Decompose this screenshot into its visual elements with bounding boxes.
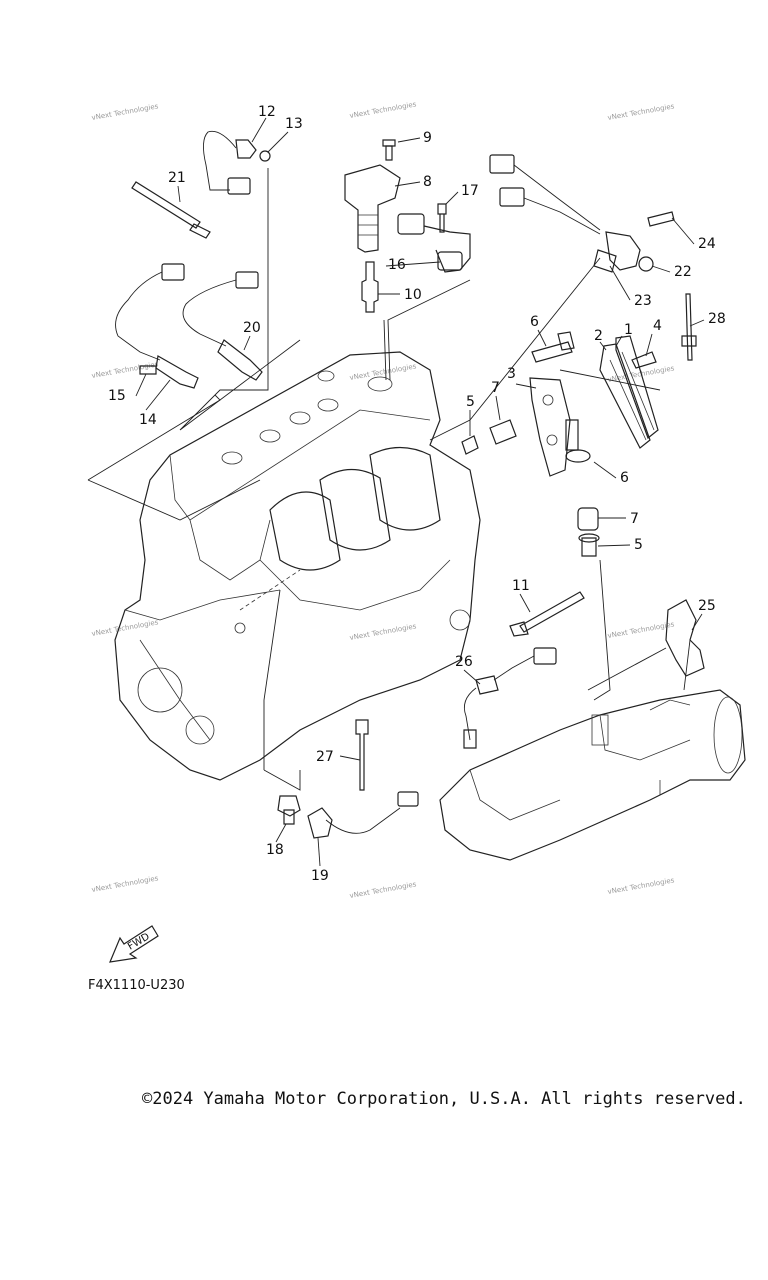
callout-19: 19 — [311, 868, 329, 884]
bolt-6-lower — [565, 419, 591, 463]
callout-13: 13 — [285, 116, 303, 132]
callout-2: 2 — [594, 328, 603, 344]
callout-24: 24 — [698, 236, 716, 252]
callout-21: 21 — [168, 170, 186, 186]
callout-18: 18 — [266, 842, 284, 858]
watermark: vNext Technologies — [91, 618, 159, 638]
sensor-18 — [277, 795, 301, 825]
watermark: vNext Technologies — [607, 102, 675, 122]
sensor-12 — [203, 130, 271, 195]
callout-5-lower: 5 — [634, 537, 643, 553]
sensor-14 — [115, 263, 199, 389]
watermark: vNext Technologies — [91, 874, 159, 894]
callout-20: 20 — [243, 320, 261, 336]
bracket-3 — [529, 377, 571, 477]
callout-15: 15 — [108, 388, 126, 404]
cover-1-2 — [599, 335, 659, 449]
sensor-20 — [182, 271, 263, 381]
clamp-28 — [681, 293, 697, 361]
callout-14: 14 — [139, 412, 157, 428]
bolt-4 — [631, 351, 657, 369]
watermark: vNext Technologies — [607, 620, 675, 640]
grommet-7-upper — [489, 419, 517, 445]
spark-plug — [361, 261, 379, 313]
sensor-22 — [489, 154, 675, 273]
callout-leaders — [135, 117, 705, 867]
ignition-coil — [344, 164, 401, 253]
bolt-21 — [131, 181, 211, 239]
callout-5-upper: 5 — [466, 394, 475, 410]
callout-12: 12 — [258, 104, 276, 120]
exhaust-pipe — [439, 689, 746, 861]
figure-code: F4X1110-U230 — [88, 978, 185, 993]
bolt-9 — [382, 139, 396, 161]
callout-25: 25 — [698, 598, 716, 614]
watermark: vNext Technologies — [91, 360, 159, 380]
callout-11: 11 — [512, 578, 530, 594]
callout-4: 4 — [653, 318, 662, 334]
collar-5-upper — [461, 435, 479, 455]
sensor-25 — [665, 599, 705, 691]
watermark: vNext Technologies — [349, 622, 417, 642]
callout-1: 1 — [624, 322, 633, 338]
callouts: 1 2 3 4 5 5 6 6 7 7 8 9 10 11 12 13 14 1… — [108, 104, 726, 884]
callout-27: 27 — [316, 749, 334, 765]
callout-23: 23 — [634, 293, 652, 309]
watermark: vNext Technologies — [607, 876, 675, 896]
watermark: vNext Technologies — [349, 362, 417, 382]
copyright-notice: ©2024 Yamaha Motor Corporation, U.S.A. A… — [142, 1089, 746, 1109]
callout-22: 22 — [674, 264, 692, 280]
sensor-26 — [463, 647, 557, 749]
watermark: vNext Technologies — [349, 100, 417, 120]
leader-lines — [87, 168, 667, 791]
callout-7-upper: 7 — [491, 380, 500, 396]
bolt-6-upper — [531, 331, 575, 363]
grommet-7-lower — [577, 507, 599, 531]
watermark: vNext Technologies — [349, 880, 417, 900]
fwd-label: FWD — [126, 931, 152, 952]
bolt-11 — [509, 591, 585, 637]
callout-7-lower: 7 — [630, 511, 639, 527]
callout-28: 28 — [708, 311, 726, 327]
watermark: vNext Technologies — [91, 102, 159, 122]
callout-6-upper: 6 — [530, 314, 539, 330]
callout-26: 26 — [455, 654, 473, 670]
callout-17: 17 — [461, 183, 479, 199]
fwd-arrow-icon: FWD — [109, 925, 159, 963]
callout-10: 10 — [404, 287, 422, 303]
sensor-19 — [307, 791, 419, 839]
callout-3: 3 — [507, 366, 516, 382]
callout-6-lower: 6 — [620, 470, 629, 486]
engine-block — [114, 351, 481, 781]
callout-9: 9 — [423, 130, 432, 146]
callout-8: 8 — [423, 174, 432, 190]
collar-5-lower — [578, 533, 600, 557]
sensor-16 — [397, 203, 471, 273]
tie-strap-27 — [355, 719, 369, 791]
